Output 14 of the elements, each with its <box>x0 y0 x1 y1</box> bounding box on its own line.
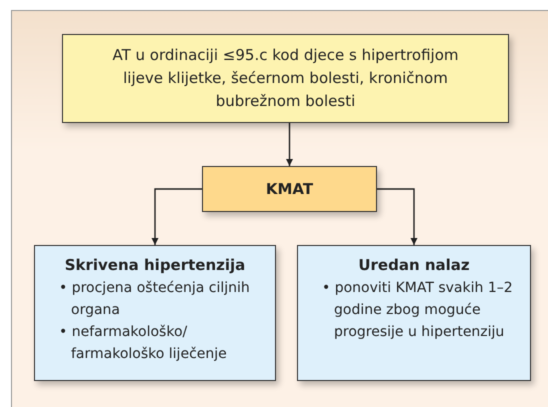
arrow <box>286 123 293 166</box>
outcome-heading: Skrivena hipertenzija <box>64 255 246 276</box>
condition-box <box>62 34 509 123</box>
arrow <box>152 188 202 245</box>
outcome-heading: Uredan nalaz <box>357 255 471 276</box>
condition-text: AT u ordinaciji ≤95.c kod djece s hipertrofijom lijeve klijetke, šećernom bolesti, kroničnom bubrežnom bolesti <box>112 45 460 112</box>
outcome-box <box>297 245 531 381</box>
step-label: KMAT <box>264 178 314 200</box>
outcome-box <box>34 245 276 381</box>
bullet-item: • ponoviti KMAT svakih 1–2 godine zbog moguće progresije u hipertenziju <box>322 279 514 342</box>
bullet-item: • procjena oštećenja ciljnih organa <box>59 279 251 320</box>
arrow <box>377 188 418 245</box>
bullet-item: • nefarmakološko/ farmakološko liječenje <box>59 323 228 364</box>
process-box <box>202 166 377 212</box>
